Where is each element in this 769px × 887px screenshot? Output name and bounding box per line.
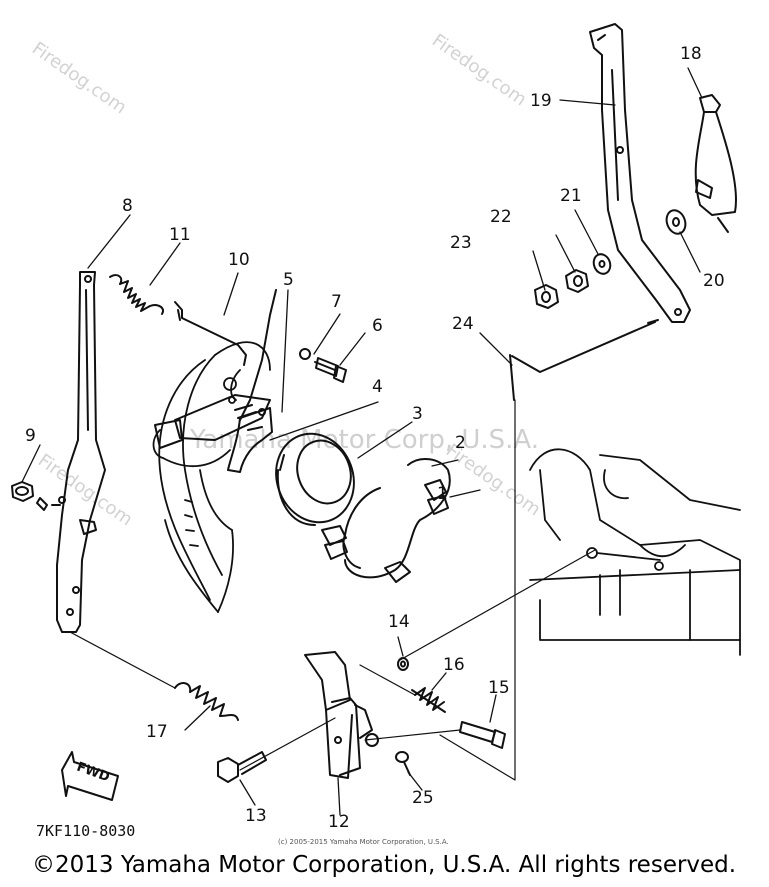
- part-label-15: 15: [488, 678, 510, 698]
- part-label-16: 16: [443, 655, 465, 675]
- part-23-nut: [534, 284, 559, 309]
- part-24-rod: [509, 319, 659, 401]
- part-10-rod: [174, 301, 247, 366]
- part-label-22: 22: [490, 207, 512, 227]
- part-label-8: 8: [122, 196, 133, 216]
- part-17-spring: [174, 682, 239, 721]
- part-label-19: 19: [530, 91, 552, 111]
- part-label-12: 12: [328, 812, 350, 832]
- part-15-bolt: [459, 721, 506, 749]
- part-6-7-bolt-washer: [299, 348, 347, 383]
- small-copyright: (c) 2005-2015 Yamaha Motor Corporation, …: [278, 838, 449, 846]
- part-label-3: 3: [412, 404, 423, 424]
- part-18-clip: [694, 94, 737, 233]
- part-label-21: 21: [560, 186, 582, 206]
- part-19-lever: [589, 23, 691, 323]
- part-11-spring: [109, 274, 164, 315]
- part-9-nut: [11, 481, 48, 511]
- part-4-cam: [227, 407, 273, 473]
- fwd-arrow-icon: [61, 751, 119, 801]
- part-label-5: 5: [283, 270, 294, 290]
- engine-block-right: [529, 448, 741, 656]
- part-20-washer: [665, 209, 687, 235]
- leader-lines: [21, 67, 703, 816]
- part-label-9: 9: [25, 426, 36, 446]
- assembly-lines: [69, 399, 596, 781]
- part-label-2: 2: [455, 433, 466, 453]
- part-1-2-wire-clamp: [321, 458, 451, 583]
- part-label-6: 6: [372, 316, 383, 336]
- part-label-1: 1: [437, 484, 448, 504]
- part-13-bolt: [217, 751, 267, 783]
- engine-housing-left: [152, 341, 271, 613]
- part-12-bracket: [304, 651, 379, 779]
- part-3-collar: [275, 432, 355, 526]
- part-label-11: 11: [169, 225, 191, 245]
- footer-copyright: ©2013 Yamaha Motor Corporation, U.S.A. A…: [32, 852, 737, 878]
- part-label-18: 18: [680, 44, 702, 64]
- part-5-lever: [154, 289, 277, 449]
- part-8-lever: [51, 271, 106, 633]
- part-label-23: 23: [450, 233, 472, 253]
- part-label-20: 20: [703, 271, 725, 291]
- part-label-4: 4: [372, 377, 383, 397]
- part-label-7: 7: [331, 292, 342, 312]
- part-label-13: 13: [245, 806, 267, 826]
- part-label-14: 14: [388, 612, 410, 632]
- part-21-washer: [592, 253, 612, 275]
- part-label-24: 24: [452, 314, 474, 334]
- part-label-25: 25: [412, 788, 434, 808]
- part-label-17: 17: [146, 722, 168, 742]
- diagram-code: 7KF110-8030: [36, 822, 136, 840]
- part-16-spring: [411, 687, 446, 713]
- part-22-nut: [565, 269, 589, 293]
- part-label-10: 10: [228, 250, 250, 270]
